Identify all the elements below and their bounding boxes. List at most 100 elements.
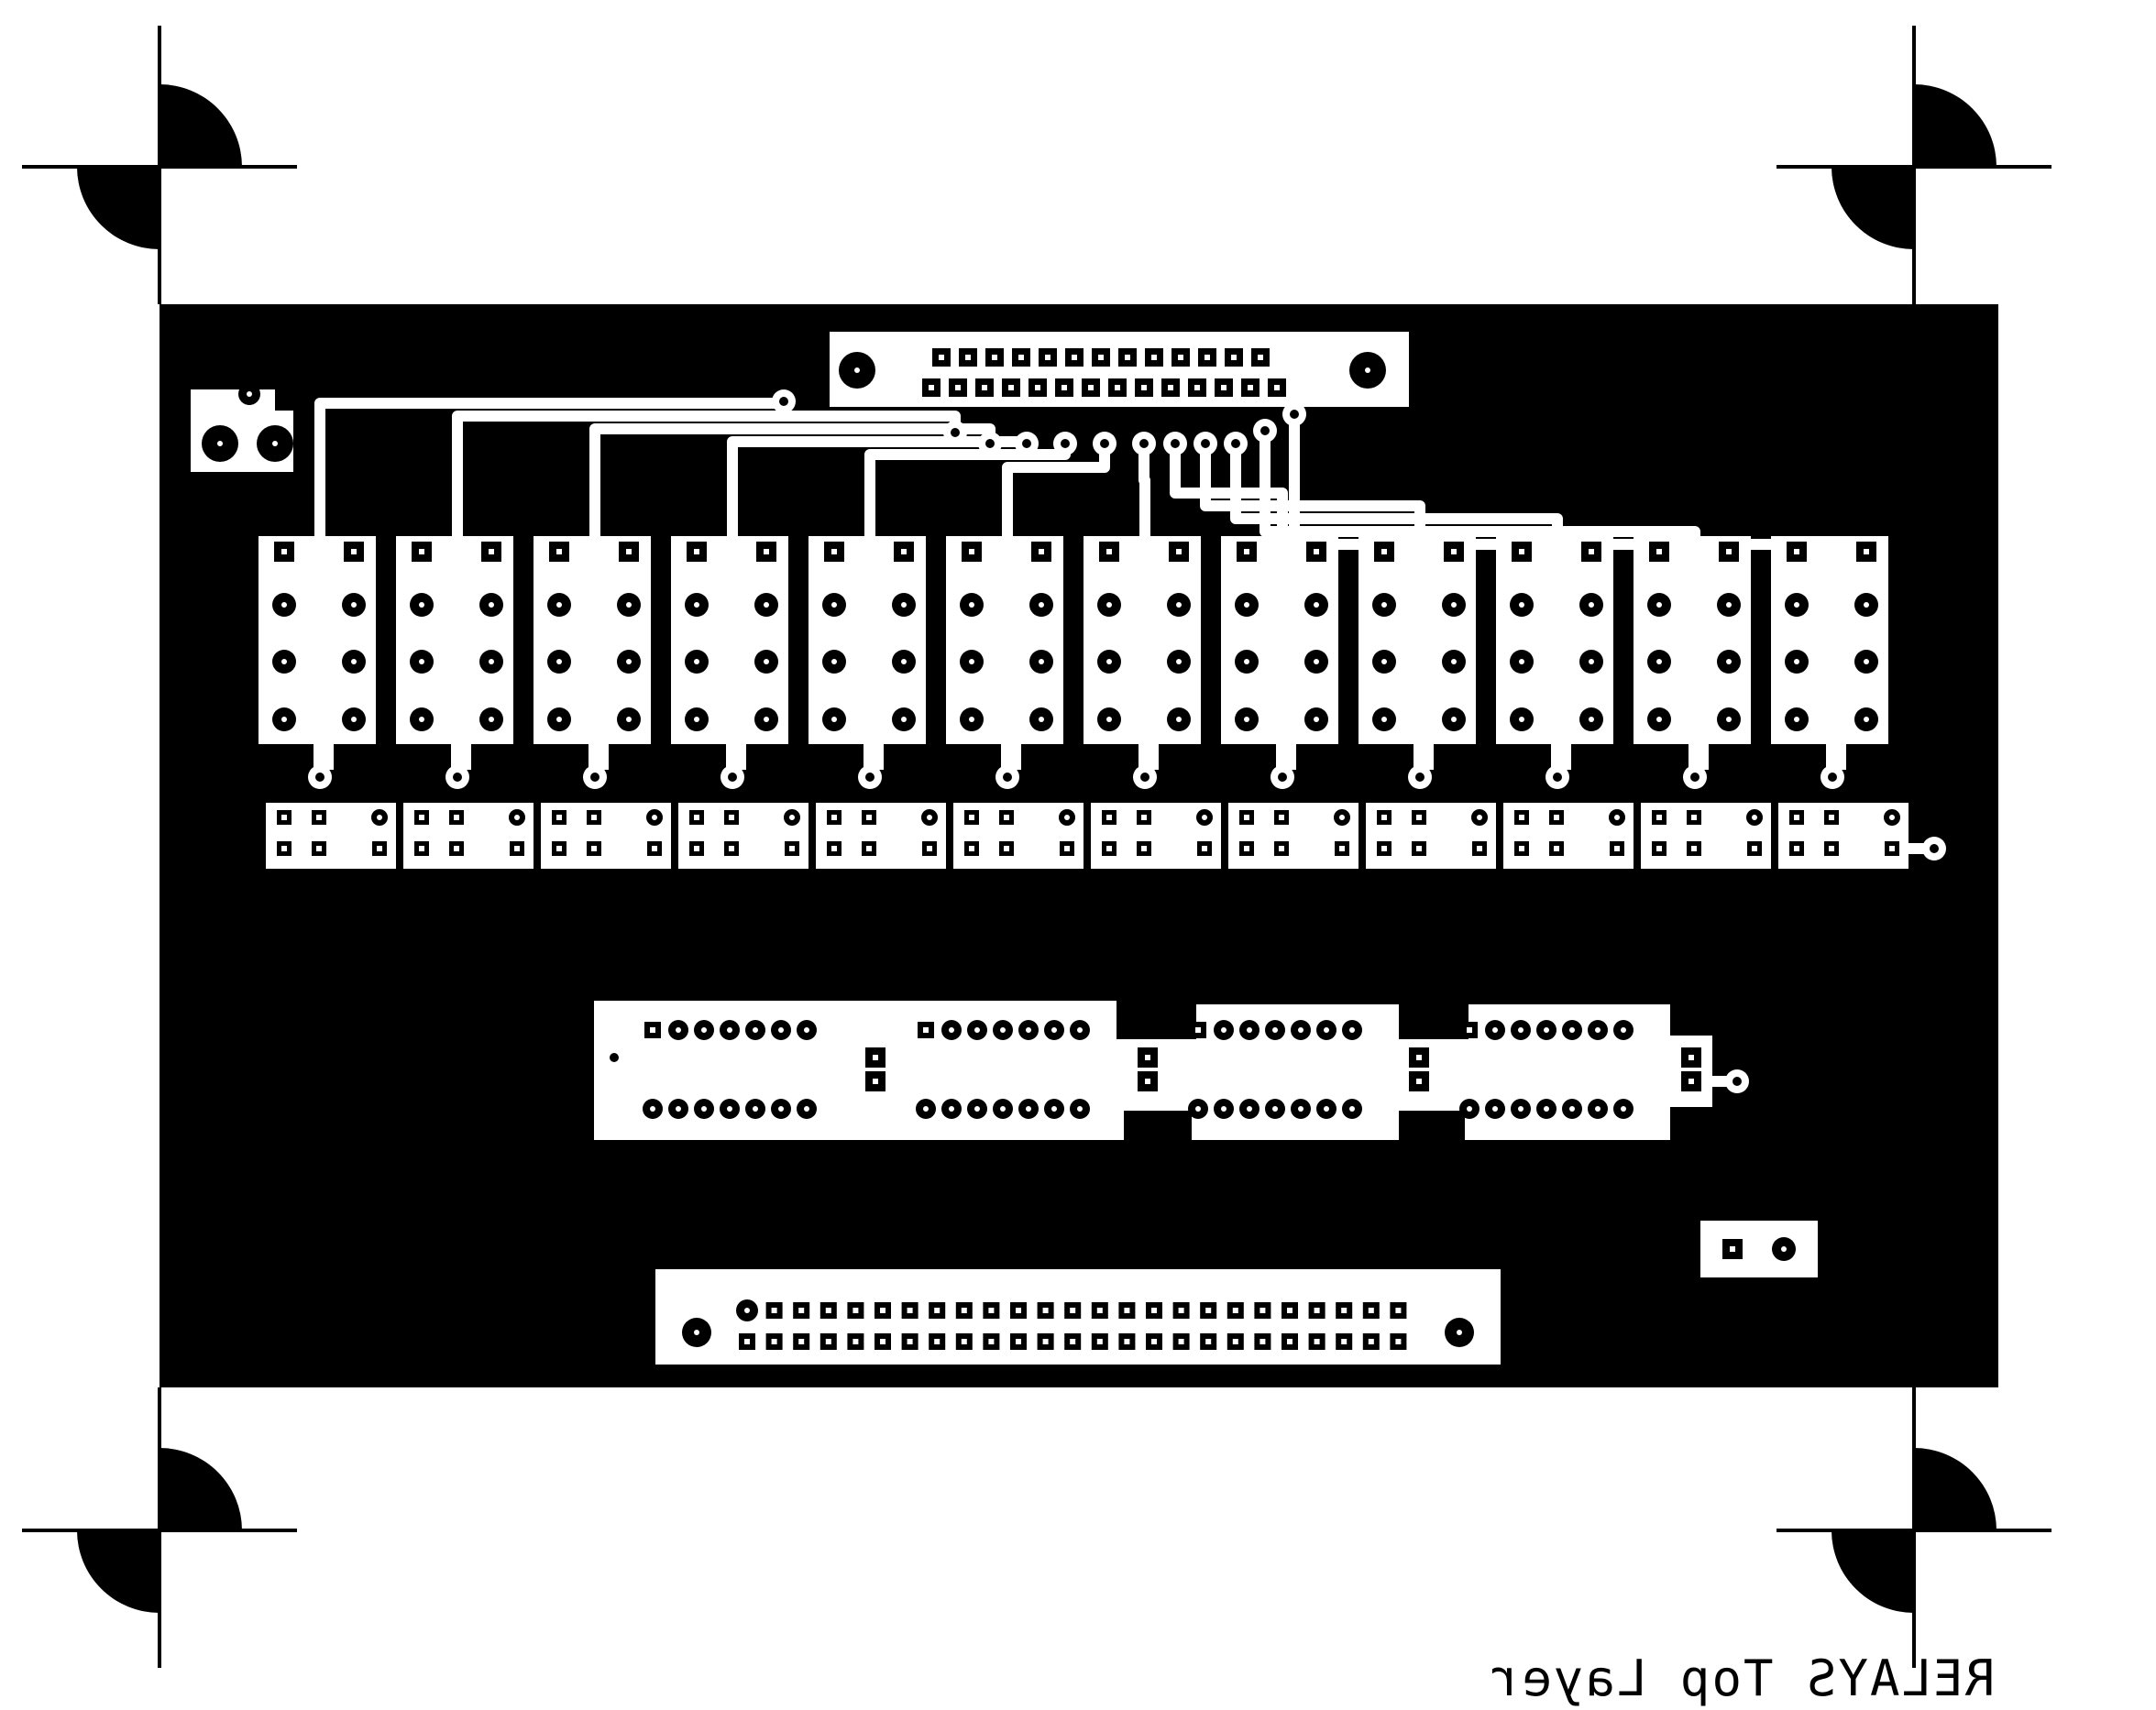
pad-drill (1272, 1027, 1278, 1033)
relay-drive-trace (1260, 425, 1700, 783)
pad-drill (1098, 355, 1104, 360)
pad-drill (831, 659, 837, 664)
pad-drill (771, 1339, 777, 1344)
via-hole (1139, 439, 1149, 448)
pad-drill (934, 1339, 940, 1344)
pad-drill (1691, 846, 1697, 851)
pad-drill (1125, 355, 1130, 360)
pad-drill (1000, 1106, 1006, 1112)
pad-drill (927, 815, 932, 820)
pad-drill (1279, 846, 1284, 851)
pad-drill (1829, 846, 1834, 851)
pad-drill (1026, 1106, 1031, 1112)
pad-drill (1141, 846, 1147, 851)
pad-drill (1656, 602, 1662, 608)
pad-drill (961, 1339, 967, 1344)
via-hole (728, 773, 737, 782)
pad-drill (1365, 367, 1370, 373)
pad-drill (694, 846, 699, 851)
pad-drill (1248, 385, 1253, 390)
pad-drill (1614, 815, 1620, 820)
pad-drill (1794, 602, 1799, 608)
pad-drill (1519, 659, 1524, 664)
pad-drill (351, 602, 357, 608)
pad-drill (1492, 1106, 1498, 1112)
via-hole (1022, 439, 1031, 448)
pad-drill (556, 659, 562, 664)
pad-drill (866, 815, 872, 820)
pad-drill (1141, 385, 1147, 390)
pad-drill (1260, 1308, 1266, 1313)
pad-drill (988, 1308, 995, 1313)
pad-drill (1298, 1106, 1304, 1112)
pad-drill (901, 549, 907, 554)
pad-drill (1519, 815, 1524, 820)
pad-drill (1039, 602, 1044, 608)
via-hole (1553, 773, 1562, 782)
pad-drill (694, 717, 699, 722)
pad-drill (377, 846, 382, 851)
pad-drill (1589, 602, 1594, 608)
pad-drill (1477, 815, 1482, 820)
layer-label: RELAYS Top Layer (1488, 1650, 1996, 1707)
pad-drill (1244, 846, 1249, 851)
pad-drill (1621, 1027, 1626, 1033)
pad-drill (907, 1308, 913, 1313)
pad-drill (982, 385, 987, 390)
via-hole (1201, 439, 1210, 448)
relay-drive-trace (1138, 438, 1150, 783)
pad-drill (1042, 1339, 1049, 1344)
pad-drill (1244, 717, 1249, 722)
pad-drill (281, 846, 287, 851)
pad-drill (1794, 549, 1799, 554)
driver-ic-clearance (594, 1001, 1712, 1140)
pad-drill (1688, 1079, 1694, 1084)
pad-drill (866, 846, 872, 851)
pad-drill (1244, 659, 1249, 664)
pad-drill (1349, 1027, 1355, 1033)
via-hole (1100, 439, 1109, 448)
pad-drill (1106, 846, 1112, 851)
pad-drill (1106, 549, 1112, 554)
pad-drill (694, 1330, 699, 1335)
pad-drill (1077, 1106, 1083, 1112)
pad-drill (1016, 1339, 1021, 1344)
pad-drill (1000, 1027, 1006, 1033)
pad-drill (939, 355, 944, 360)
pad-drill (764, 659, 769, 664)
pad-drill (1204, 355, 1210, 360)
pad-drill (217, 441, 223, 446)
pad-drill (556, 815, 562, 820)
pad-drill (1688, 1055, 1694, 1060)
pad-drill (727, 1027, 732, 1033)
pad-drill (514, 815, 520, 820)
pad-drill (1395, 1339, 1402, 1344)
pad-drill (825, 1308, 831, 1313)
pad-drill (831, 815, 837, 820)
registration-quadrant (160, 1448, 242, 1530)
pad-drill (650, 1027, 655, 1033)
pad-drill (1298, 1027, 1304, 1033)
pad-drill (626, 659, 632, 664)
pad-drill (1794, 815, 1799, 820)
pad-drill (831, 602, 837, 608)
pad-drill (1195, 1106, 1201, 1112)
pad-drill (1258, 355, 1263, 360)
pad-drill (727, 1106, 732, 1112)
pad-drill (1016, 1308, 1021, 1313)
pad-drill (1544, 1027, 1549, 1033)
pad-drill (1008, 385, 1014, 390)
pad-drill (831, 717, 837, 722)
pad-drill (351, 717, 357, 722)
pad-drill (923, 1027, 929, 1033)
pad-drill (1656, 659, 1662, 664)
pad-drill (1124, 1308, 1130, 1313)
pad-drill (988, 1339, 995, 1344)
pad-drill (789, 846, 795, 851)
via-hole (1828, 773, 1837, 782)
pad-drill (626, 549, 632, 554)
pad-drill (281, 602, 287, 608)
pad-drill (1569, 1027, 1575, 1033)
pad-drill (1477, 846, 1482, 851)
